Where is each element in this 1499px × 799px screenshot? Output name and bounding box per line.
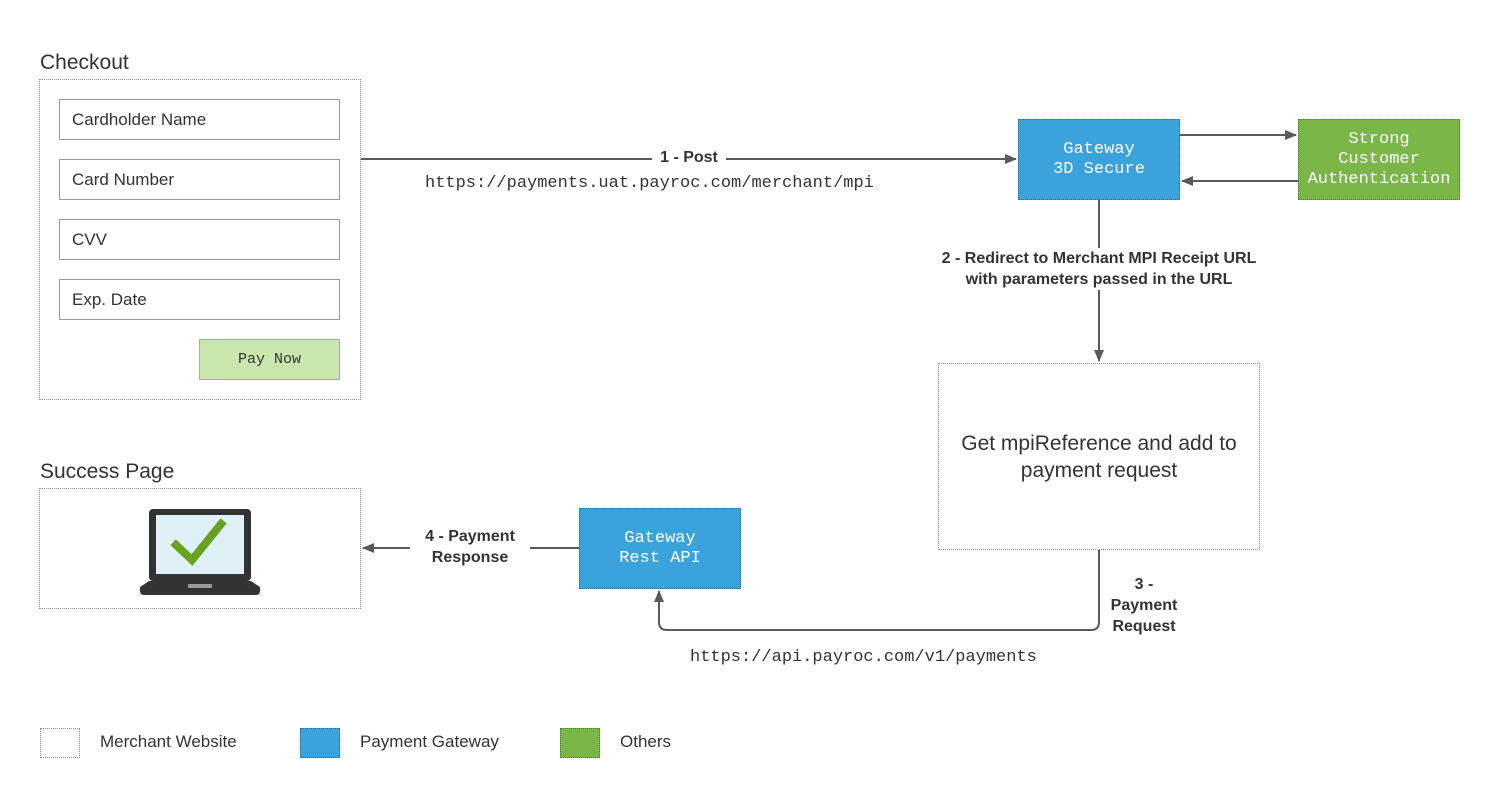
strong-customer-authentication-box: Strong Customer Authentication <box>1298 119 1460 200</box>
legend-label-others: Others <box>620 732 672 751</box>
sca-line3: Authentication <box>1307 169 1451 189</box>
legend-swatch-others <box>560 728 600 758</box>
step3-line3: Request <box>1112 618 1176 635</box>
pay-now-button[interactable]: Pay Now <box>199 339 340 380</box>
step4-label: 4 - Payment Response <box>410 526 530 568</box>
card-number-field[interactable]: Card Number <box>59 159 340 200</box>
step3-url: https://api.payroc.com/v1/payments <box>690 648 1037 667</box>
step2-line2: with parameters passed in the URL <box>919 269 1279 290</box>
step1-label: 1 - Post <box>652 147 726 169</box>
step3-label: 3 - Payment Request <box>1104 574 1184 637</box>
legend-label-merchant: Merchant Website <box>100 732 237 751</box>
success-page-title: Success Page <box>40 460 175 483</box>
step3-line1: 3 - <box>1134 576 1154 593</box>
step2-label: 2 - Redirect to Merchant MPI Receipt URL… <box>919 248 1279 290</box>
step1-url: https://payments.uat.payroc.com/merchant… <box>425 174 874 193</box>
mpi-line1: Get mpiReference and add to <box>961 431 1237 455</box>
legend-swatch-gateway <box>300 728 340 758</box>
gateway-3ds-line2: 3D Secure <box>1053 159 1145 179</box>
laptop-checkmark-icon <box>140 509 260 595</box>
legend-label-gateway: Payment Gateway <box>360 732 499 751</box>
sca-line1: Strong <box>1348 129 1410 149</box>
step4-line2: Response <box>431 549 509 566</box>
gateway-rest-api-box: Gateway Rest API <box>579 508 741 589</box>
step4-line1: 4 - Payment <box>425 528 515 545</box>
arrow-step3 <box>654 550 1100 631</box>
legend-swatch-merchant <box>40 728 80 758</box>
checkout-title: Checkout <box>40 51 129 74</box>
step2-line1: 2 - Redirect to Merchant MPI Receipt URL <box>919 248 1279 269</box>
sca-line2: Customer <box>1338 149 1420 169</box>
gateway-rest-line1: Gateway <box>624 528 696 548</box>
step3-line2: Payment <box>1110 597 1178 614</box>
gateway-3d-secure-box: Gateway 3D Secure <box>1018 119 1180 200</box>
cvv-field[interactable]: CVV <box>59 219 340 260</box>
mpi-line2: payment request <box>1020 458 1178 482</box>
mpi-reference-box: Get mpiReference and add to payment requ… <box>938 363 1260 550</box>
exp-date-field[interactable]: Exp. Date <box>59 279 340 320</box>
gateway-3ds-line1: Gateway <box>1063 139 1135 159</box>
cardholder-name-field[interactable]: Cardholder Name <box>59 99 340 140</box>
gateway-rest-line2: Rest API <box>619 548 701 568</box>
